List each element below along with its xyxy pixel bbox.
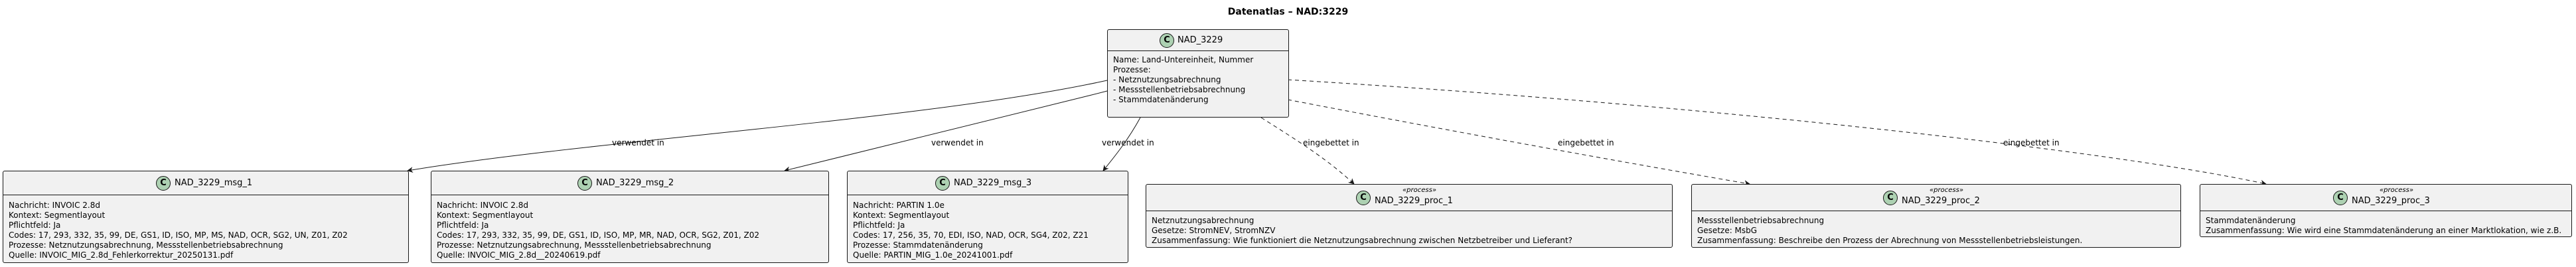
attribute-line: Gesetze: MsbG <box>1697 226 1758 235</box>
edge-proc-1 <box>1260 117 1355 185</box>
message-attributes: Nachricht: INVOIC 2.8d Kontext: Segmentl… <box>437 201 759 260</box>
edge-msg-1 <box>407 80 1108 173</box>
attribute-line: Prozesse: <box>1113 65 1151 74</box>
attribute-line: Zusammenfassung: Wie wird eine Stammdate… <box>2206 226 2562 235</box>
center-class-attributes: Name: Land-Untereinheit, Nummer Prozesse… <box>1113 55 1253 105</box>
class-icon: C <box>1160 33 1174 48</box>
edge-msg-2 <box>784 90 1108 173</box>
attribute-line: Pflichtfeld: Ja <box>437 221 489 230</box>
message-node-3[interactable]: C NAD_3229_msg_3 Nachricht: PARTIN 1.0e … <box>847 171 1128 263</box>
class-icon: C <box>1883 191 1898 205</box>
attribute-line: Quelle: PARTIN_MIG_1.0e_20241001.pdf <box>853 250 1013 260</box>
attribute-line: - Netznutzungsabrechnung <box>1113 75 1221 84</box>
attribute-line: Netznutzungsabrechnung <box>1152 216 1254 225</box>
process-node-2[interactable]: C «process» NAD_3229_proc_2 Messstellenb… <box>1691 184 2181 248</box>
edge-label-proc-2: eingebettet in <box>1558 138 1614 147</box>
message-node-2[interactable]: C NAD_3229_msg_2 Nachricht: INVOIC 2.8d … <box>431 171 829 263</box>
process-node-1[interactable]: C «process» NAD_3229_proc_1 Netznutzungs… <box>1146 184 1673 248</box>
attribute-line: Quelle: INVOIC_MIG_2.8d_Fehlerkorrektur_… <box>9 250 234 260</box>
message-node-1[interactable]: C NAD_3229_msg_1 Nachricht: INVOIC 2.8d … <box>3 171 409 263</box>
attribute-line: Gesetze: StromNEV, StromNZV <box>1152 226 1276 235</box>
attribute-line: Messstellenbetriebsabrechnung <box>1697 216 1825 225</box>
attribute-line: Nachricht: INVOIC 2.8d <box>437 201 528 210</box>
process-name: NAD_3229_proc_3 <box>2352 196 2430 206</box>
attribute-line: Prozesse: Netznutzungsabrechnung, Messst… <box>9 240 283 250</box>
diagram-title: Datenatlas – NAD:3229 <box>1227 7 1349 17</box>
attribute-line: Pflichtfeld: Ja <box>9 221 61 230</box>
attribute-line: Prozesse: Stammdatenänderung <box>853 240 983 250</box>
message-attributes: Nachricht: PARTIN 1.0e Kontext: Segmentl… <box>853 201 1089 260</box>
class-icon: C <box>935 176 950 191</box>
attribute-line: Stammdatenänderung <box>2206 216 2296 225</box>
class-icon: C <box>577 176 592 191</box>
attribute-line: Kontext: Segmentlayout <box>437 211 534 220</box>
process-attributes: Stammdatenänderung Zusammenfassung: Wie … <box>2206 216 2561 236</box>
process-name: NAD_3229_proc_2 <box>1902 196 1980 206</box>
attribute-line: Nachricht: INVOIC 2.8d <box>9 201 100 210</box>
attribute-line: Nachricht: PARTIN 1.0e <box>853 201 945 210</box>
attribute-line: Quelle: INVOIC_MIG_2.8d__20240619.pdf <box>437 250 601 260</box>
process-stereotype: «process» <box>1930 187 1963 194</box>
attribute-line: Kontext: Segmentlayout <box>853 211 950 220</box>
attribute-line: Prozesse: Netznutzungsabrechnung, Messst… <box>437 240 712 250</box>
process-stereotype: «process» <box>2380 187 2413 194</box>
attribute-line: - Messstellenbetriebsabrechnung <box>1113 85 1246 94</box>
edge-label-msg-3: verwendet in <box>1102 138 1154 147</box>
edge-label-proc-1: eingebettet in <box>1303 138 1359 147</box>
class-icon: C <box>156 176 171 191</box>
process-stereotype: «process» <box>1402 187 1436 194</box>
class-icon: C <box>2333 191 2348 205</box>
edge-proc-3 <box>1287 79 2267 186</box>
message-name: NAD_3229_msg_3 <box>954 178 1032 188</box>
edge-msg-3 <box>1102 117 1141 171</box>
attribute-line: - Stammdatenänderung <box>1113 95 1209 104</box>
class-icon: C <box>1356 191 1371 205</box>
attribute-line: Zusammenfassung: Wie funktioniert die Ne… <box>1152 236 1573 245</box>
attribute-line: Kontext: Segmentlayout <box>9 211 106 220</box>
message-name: NAD_3229_msg_2 <box>596 178 674 188</box>
center-class-node[interactable]: C NAD_3229 Name: Land-Untereinheit, Numm… <box>1107 29 1289 118</box>
process-attributes: Netznutzungsabrechnung Gesetze: StromNEV… <box>1152 216 1572 246</box>
attribute-line: Codes: 17, 293, 332, 35, 99, DE, GS1, ID… <box>9 230 348 240</box>
center-class-name: NAD_3229 <box>1177 35 1223 45</box>
message-attributes: Nachricht: INVOIC 2.8d Kontext: Segmentl… <box>9 201 348 260</box>
edge-label-proc-3: eingebettet in <box>2003 138 2060 147</box>
attribute-line: Codes: 17, 293, 332, 35, 99, DE, GS1, ID… <box>437 230 760 240</box>
edge-proc-2 <box>1287 99 1750 187</box>
process-attributes: Messstellenbetriebsabrechnung Gesetze: M… <box>1697 216 2082 246</box>
process-name: NAD_3229_proc_1 <box>1375 196 1453 206</box>
attribute-line: Zusammenfassung: Beschreibe den Prozess … <box>1697 236 2083 245</box>
attribute-line: Name: Land-Untereinheit, Nummer <box>1113 55 1254 64</box>
edge-label-msg-1: verwendet in <box>612 138 664 147</box>
attribute-line: Codes: 17, 256, 35, 70, EDI, ISO, NAD, O… <box>853 230 1089 240</box>
message-name: NAD_3229_msg_1 <box>175 178 253 188</box>
edge-label-msg-2: verwendet in <box>931 138 984 147</box>
process-node-3[interactable]: C «process» NAD_3229_proc_3 Stammdatenän… <box>2200 184 2572 237</box>
attribute-line: Pflichtfeld: Ja <box>853 221 905 230</box>
